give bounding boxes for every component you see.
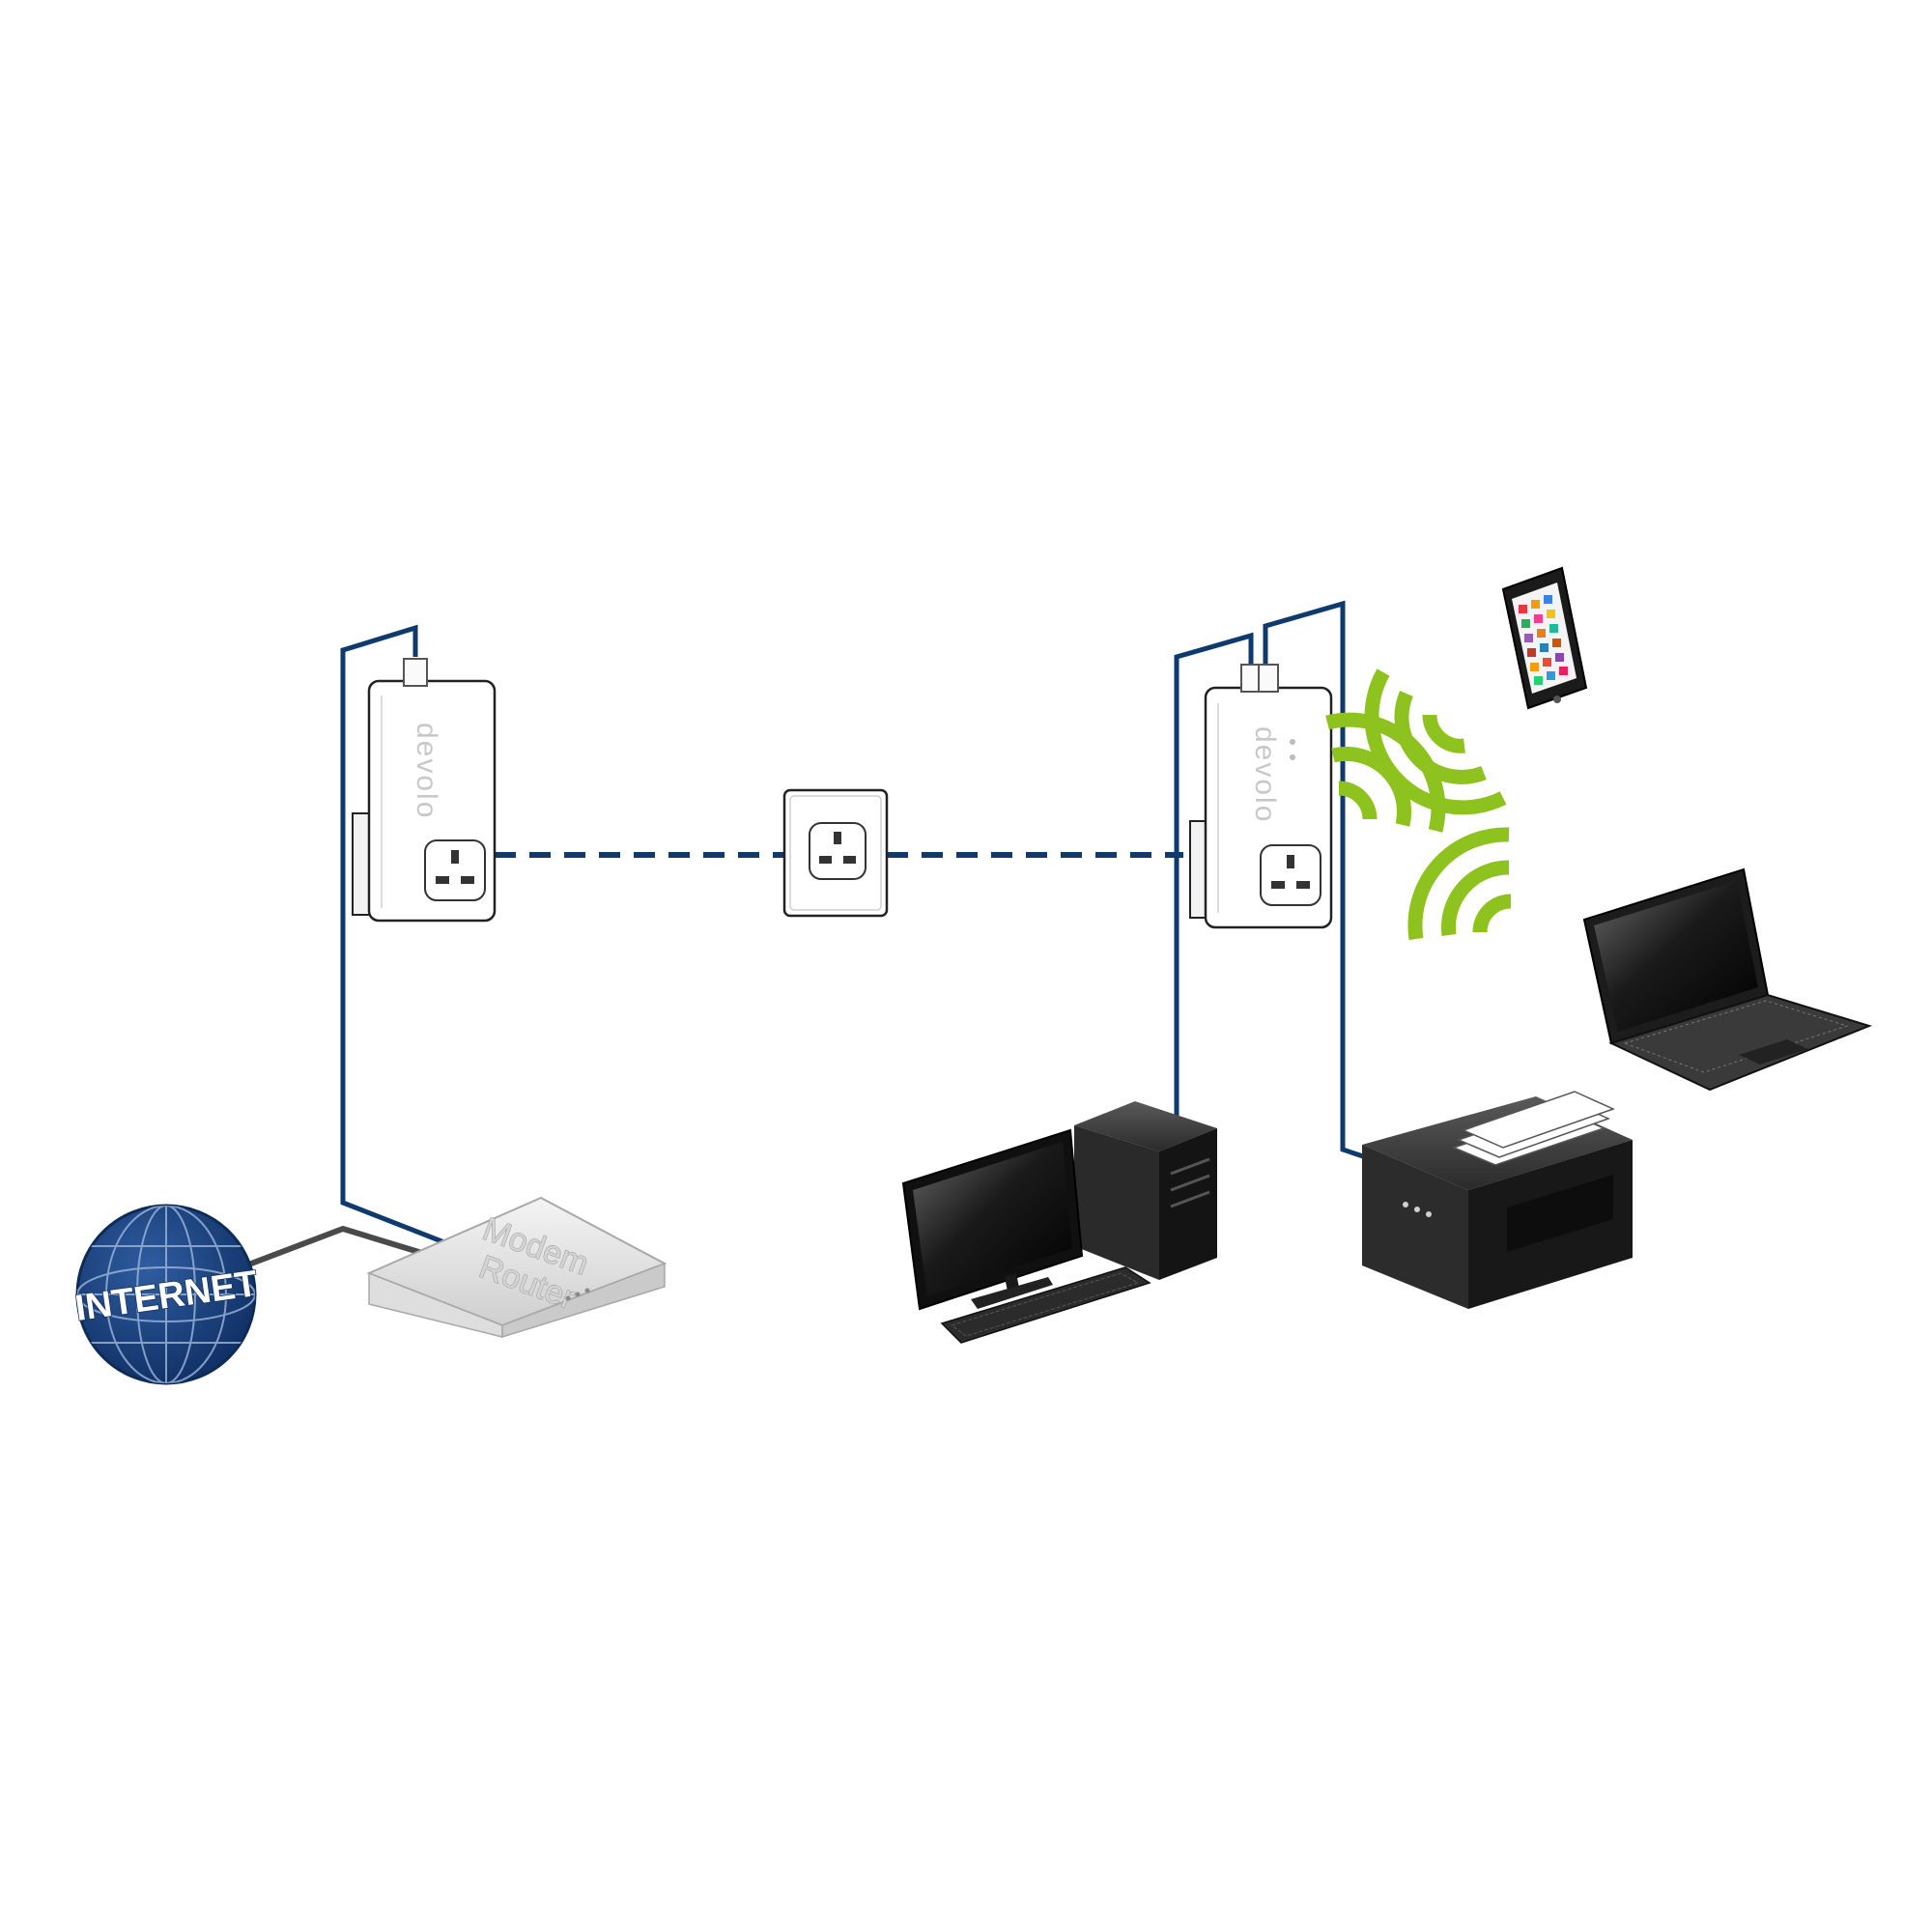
monitor	[901, 1128, 1084, 1311]
wifi-waves-laptop	[1407, 827, 1512, 941]
brand-label-left: devolo	[411, 723, 442, 819]
wifi-waves-phone	[1364, 668, 1507, 815]
ethernet-plug-icon	[403, 658, 428, 687]
paper-stack-icon	[1451, 1091, 1616, 1166]
led-indicator	[565, 1295, 571, 1301]
socket-icon	[809, 822, 867, 880]
printer	[1362, 1091, 1633, 1309]
modem-router: Modem Router	[366, 1196, 668, 1339]
powerline-adapter-right: devolo	[1189, 664, 1333, 929]
powerline-adapter-left: devolo	[352, 658, 497, 923]
app-grid-icon	[1519, 595, 1568, 685]
ethernet-plug-icon	[1258, 664, 1279, 693]
led-indicator	[1414, 1207, 1420, 1212]
smartphone	[1501, 566, 1588, 710]
led-indicator	[1290, 754, 1295, 760]
wifi-signal-icon	[1325, 668, 1512, 941]
cable-internet-to-router	[244, 1225, 426, 1268]
wall-socket	[782, 788, 889, 918]
led-indicator	[1290, 739, 1295, 745]
socket-icon	[1260, 844, 1321, 906]
led-indicator	[584, 1288, 590, 1293]
cables	[340, 600, 1373, 1249]
keyboard	[940, 1266, 1151, 1344]
desktop-pc	[901, 1101, 1217, 1344]
socket-icon	[424, 839, 486, 901]
brand-label-right: devolo	[1249, 726, 1281, 823]
cable-pc-to-adapter-right	[1174, 632, 1254, 1121]
laptop	[1582, 867, 1873, 1092]
led-indicator	[1426, 1211, 1432, 1217]
led-indicator	[575, 1292, 581, 1297]
home-button-icon	[1553, 696, 1561, 703]
led-indicator	[1403, 1202, 1408, 1208]
cable-router-to-adapter-left	[340, 624, 455, 1249]
internet-globe-icon: INTERNET	[72, 1204, 261, 1385]
pc-tower	[1074, 1101, 1217, 1280]
cable-printer-to-adapter-right	[1263, 600, 1373, 1162]
